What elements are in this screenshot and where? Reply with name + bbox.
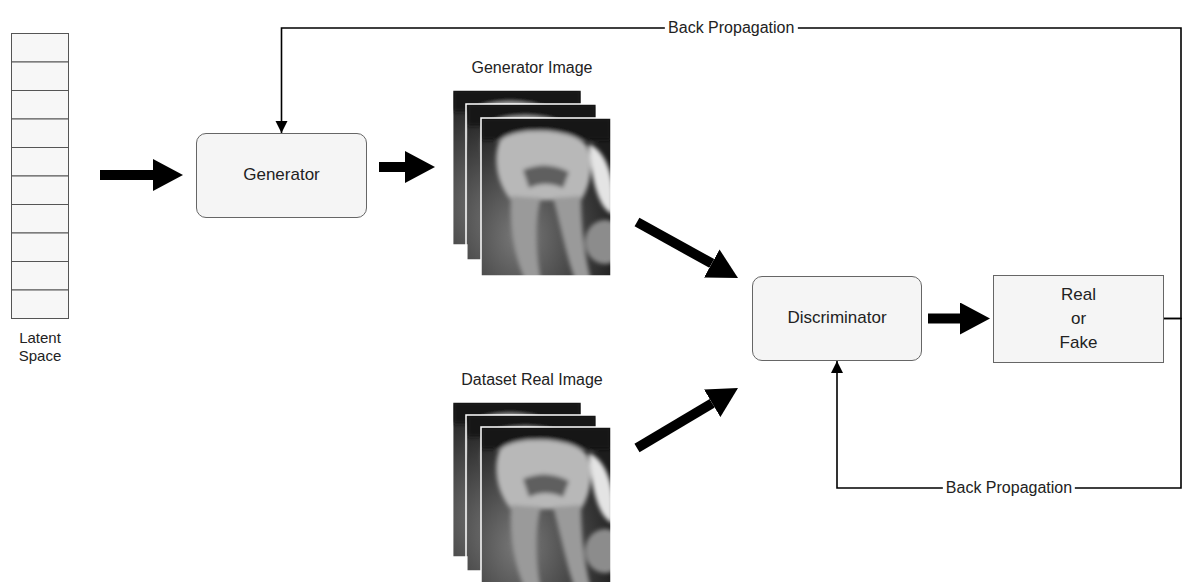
latent-vector-cells <box>12 34 69 319</box>
generator-box: Generator <box>196 133 367 218</box>
flow-arrow <box>928 314 960 324</box>
image-stack: Generator Image <box>440 58 624 276</box>
box-label: Discriminator <box>787 308 886 328</box>
flow-arrow <box>637 222 712 263</box>
generated-xray-stack <box>452 90 625 280</box>
discriminator-box: Discriminator <box>752 276 922 361</box>
latent-vector: Latent Space <box>8 33 72 365</box>
flow-arrow <box>100 170 153 180</box>
real-xray-stack <box>452 402 625 582</box>
box-label: Generator <box>243 165 320 185</box>
box-label: Real or Fake <box>1056 283 1101 355</box>
node-heading: Generator Image <box>472 58 593 77</box>
flow-arrow <box>379 162 405 172</box>
image-stack: Dataset Real Image <box>440 370 624 582</box>
node-heading: Dataset Real Image <box>461 370 602 389</box>
output-box: Real or Fake <box>993 275 1164 363</box>
edge-label: Back Propagation <box>665 19 797 37</box>
node-heading: Latent Space <box>11 329 69 365</box>
edge-label: Back Propagation <box>943 479 1075 497</box>
flow-arrow <box>637 403 712 448</box>
